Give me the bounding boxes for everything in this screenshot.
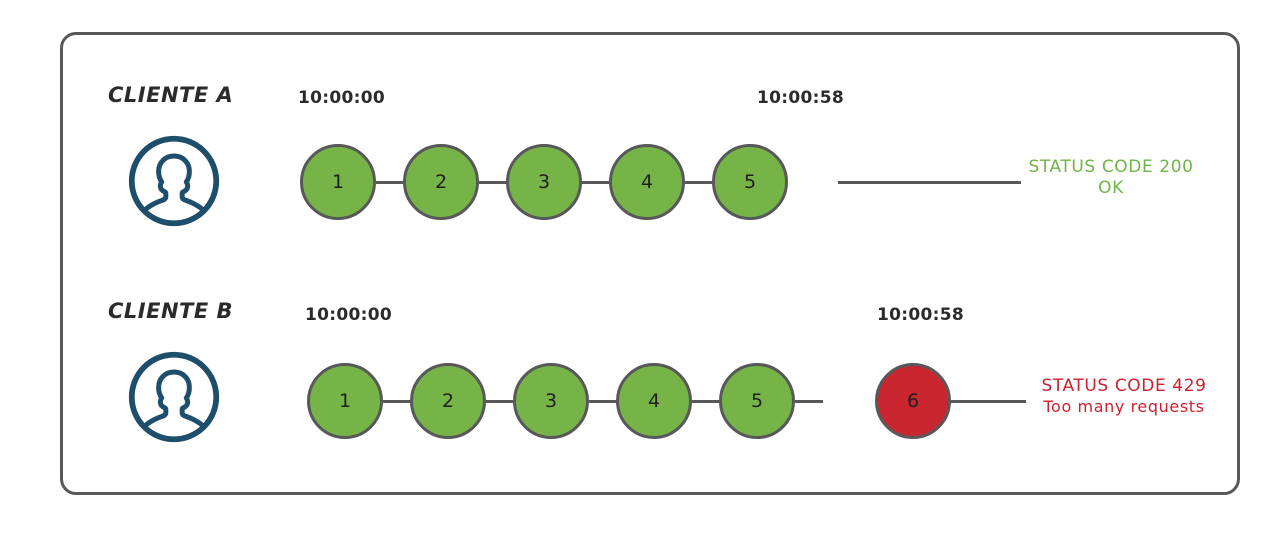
client-label-b: CLIENTE B — [108, 299, 234, 323]
connector-b-1 — [383, 400, 411, 403]
status-text-line: OK — [1098, 177, 1124, 198]
request-node[interactable]: 5 — [712, 144, 788, 220]
user-circle-icon — [126, 133, 222, 229]
connector-b-5 — [795, 400, 823, 403]
user-circle-icon — [126, 349, 222, 445]
connector-a-4 — [685, 181, 713, 184]
connector-b-3 — [589, 400, 617, 403]
request-node[interactable]: 4 — [609, 144, 685, 220]
status-badge-b: STATUS CODE 429 Too many requests — [1024, 376, 1224, 416]
client-label-a: CLIENTE A — [108, 83, 234, 107]
connector-a-1 — [376, 181, 404, 184]
request-node[interactable]: 2 — [403, 144, 479, 220]
request-node[interactable]: 5 — [719, 363, 795, 439]
status-code-line: STATUS CODE 429 — [1041, 376, 1207, 396]
request-node[interactable]: 2 — [410, 363, 486, 439]
request-node[interactable]: 3 — [506, 144, 582, 220]
request-node-rate-limited[interactable]: 6 — [875, 363, 951, 439]
connector-a-2 — [479, 181, 507, 184]
connector-a-tail — [838, 181, 1021, 184]
status-badge-a: STATUS CODE 200 OK — [1025, 157, 1197, 198]
status-text-line: Too many requests — [1043, 396, 1205, 416]
connector-a-3 — [582, 181, 610, 184]
connector-b-2 — [486, 400, 514, 403]
connector-b-tail — [948, 400, 1026, 403]
timestamp-a-start: 10:00:00 — [298, 88, 385, 108]
status-code-line: STATUS CODE 200 — [1028, 157, 1194, 177]
request-node[interactable]: 3 — [513, 363, 589, 439]
request-node[interactable]: 1 — [300, 144, 376, 220]
timestamp-b-start: 10:00:00 — [305, 305, 392, 325]
request-node[interactable]: 1 — [307, 363, 383, 439]
timestamp-b-end: 10:00:58 — [877, 305, 964, 325]
timestamp-a-end: 10:00:58 — [757, 88, 844, 108]
connector-b-4 — [692, 400, 720, 403]
request-node[interactable]: 4 — [616, 363, 692, 439]
